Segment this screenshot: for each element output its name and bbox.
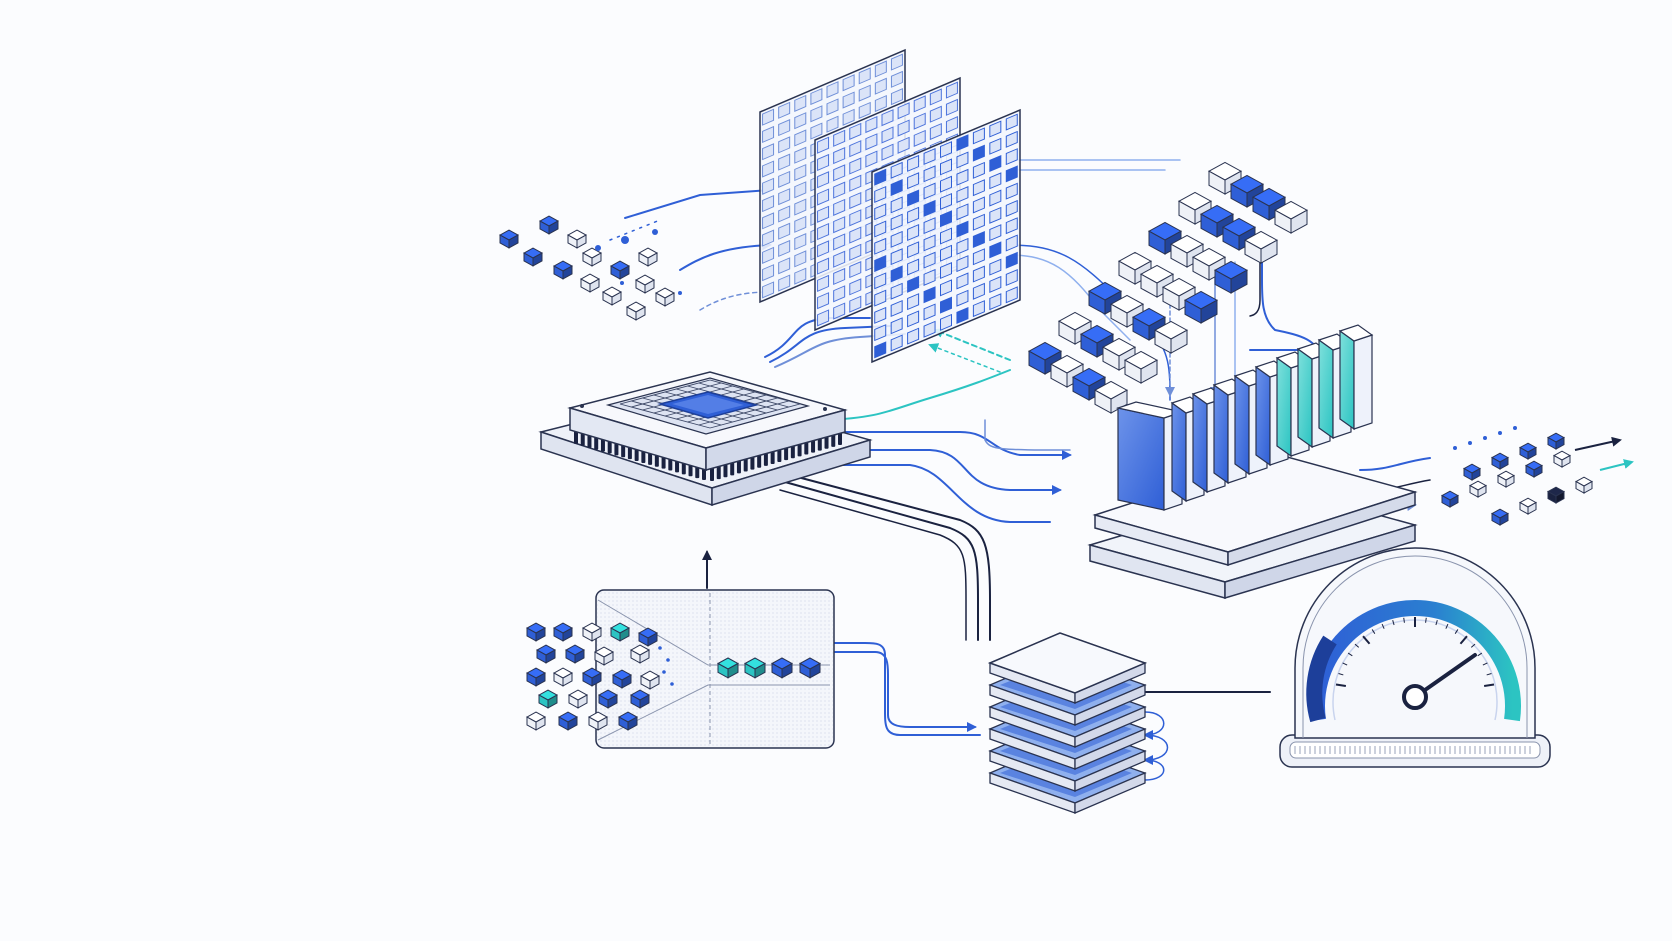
output-cube (1546, 432, 1566, 450)
weight-cube (1183, 290, 1219, 324)
output-cube (1496, 470, 1516, 488)
chip-pins (574, 430, 842, 481)
gauge-base-ticks (1294, 746, 1531, 754)
gauge-hub (1402, 684, 1428, 710)
output-cube (1490, 508, 1510, 526)
output-cube (1462, 463, 1482, 481)
funnel-cube (581, 667, 603, 687)
funnel-cube (564, 644, 586, 664)
funnel-cube (611, 669, 633, 689)
input-cube (498, 229, 520, 249)
input-cube (634, 274, 656, 294)
output-cube (1524, 460, 1544, 478)
funnel-cube (593, 646, 615, 666)
data-dot (621, 236, 629, 244)
weight-cube (1213, 260, 1249, 294)
output-data-stream (1440, 426, 1634, 526)
funnel-cube (581, 622, 603, 642)
data-dot (678, 291, 682, 295)
compression-funnel (525, 589, 835, 749)
input-cube (601, 286, 623, 306)
matrix-layers (759, 48, 1021, 364)
output-cube (1468, 480, 1488, 498)
input-cube (654, 287, 676, 307)
data-dot (652, 229, 658, 235)
weight-cube (1243, 230, 1279, 264)
input-cube (552, 260, 574, 280)
gauge-ticks (1335, 617, 1495, 688)
funnel-cube (637, 627, 659, 647)
funnel-cube (525, 667, 547, 687)
matrix-layer (871, 108, 1021, 364)
funnel-cube (552, 622, 574, 642)
input-cube (538, 215, 560, 235)
funnel-cube (629, 689, 651, 709)
funnel-cube (535, 644, 557, 664)
input-cube (522, 247, 544, 267)
processor-chip (538, 371, 873, 507)
funnel-cube (587, 711, 609, 731)
output-cube (1574, 476, 1594, 494)
weight-cube (1123, 350, 1159, 384)
weight-cube (1049, 354, 1085, 388)
data-dot (595, 245, 601, 251)
memory-stack (987, 632, 1148, 814)
funnel-cube (525, 622, 547, 642)
compressed-cube (770, 657, 794, 679)
funnel-cube (639, 670, 661, 690)
output-cube (1552, 450, 1572, 468)
weight-cube (1153, 320, 1189, 354)
funnel-cube (537, 689, 559, 709)
processing-unit-bank (1087, 324, 1418, 600)
funnel-cubes (525, 622, 822, 731)
input-data-stream (498, 215, 682, 321)
funnel-cube (629, 644, 651, 664)
input-cube (609, 260, 631, 280)
output-cube (1440, 490, 1460, 508)
weight-cube (1093, 380, 1129, 414)
funnel-cube (525, 711, 547, 731)
input-cube (566, 229, 588, 249)
weight-cube (1273, 200, 1309, 234)
performance-gauge (1279, 547, 1551, 768)
data-dot (620, 281, 624, 285)
compressed-cube (716, 657, 740, 679)
processing-card (1338, 324, 1374, 431)
input-cube (625, 301, 647, 321)
output-cube (1518, 442, 1538, 460)
output-cube (1546, 486, 1566, 504)
funnel-cube (597, 689, 619, 709)
funnel-cube (557, 711, 579, 731)
weight-cube-array (1027, 161, 1309, 414)
output-cube (1490, 452, 1510, 470)
funnel-cube (567, 689, 589, 709)
input-cube (579, 273, 601, 293)
output-cube (1518, 497, 1538, 515)
funnel-cube (609, 622, 631, 642)
compressed-cube (798, 657, 822, 679)
processing-cards (1115, 324, 1374, 511)
funnel-cube (617, 711, 639, 731)
input-cube (637, 247, 659, 267)
funnel-cube (552, 667, 574, 687)
compressed-cube (743, 657, 767, 679)
